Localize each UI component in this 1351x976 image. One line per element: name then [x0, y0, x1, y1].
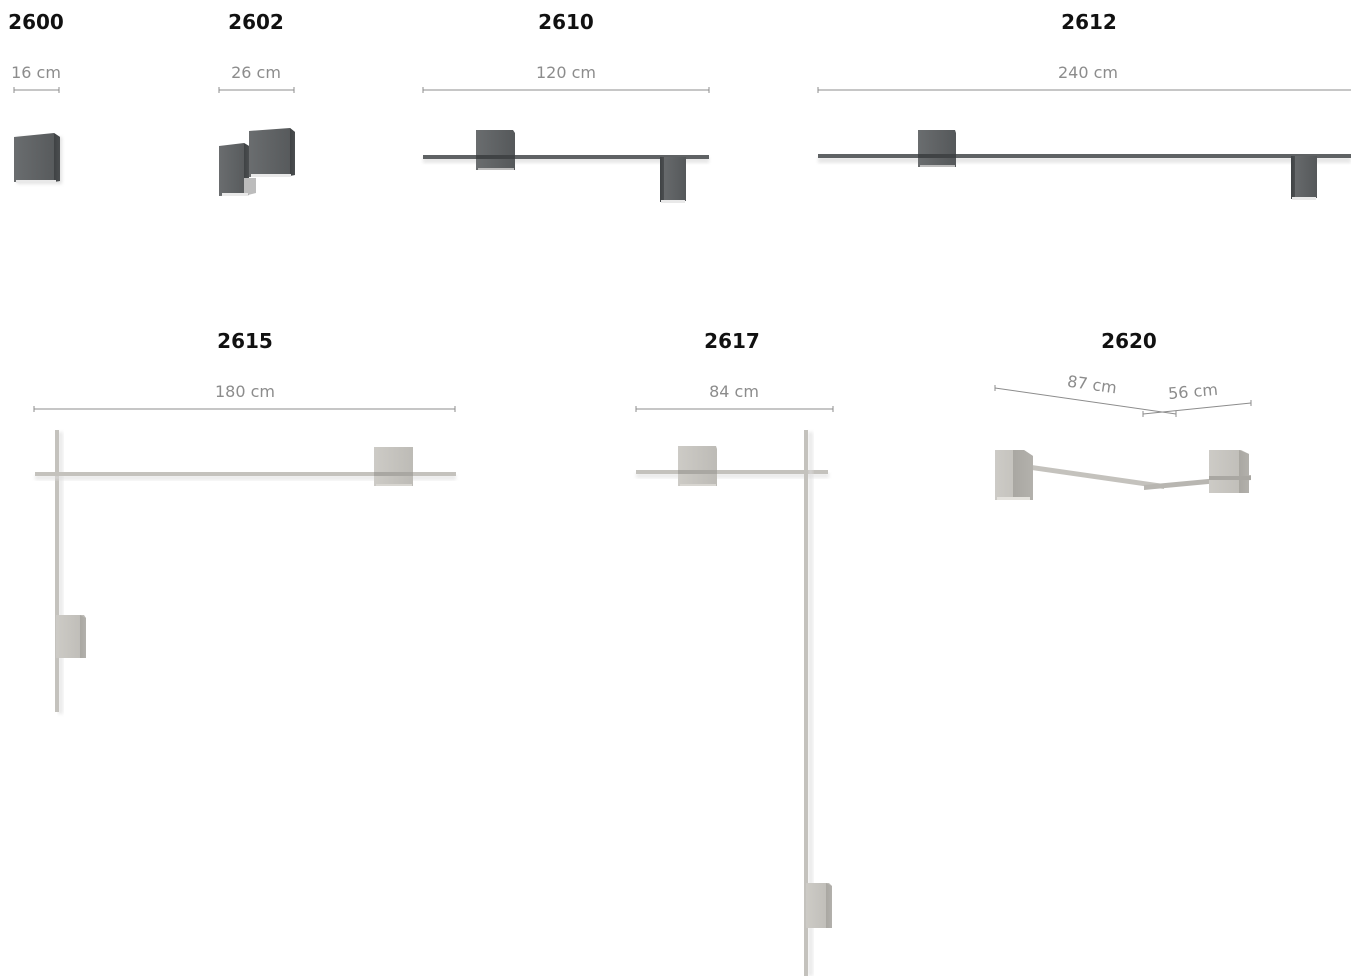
product-code-2600: 2600	[8, 10, 64, 34]
lamp-module-front	[219, 143, 256, 196]
product-code-2610: 2610	[538, 10, 594, 34]
lamp-module	[1209, 450, 1251, 493]
product-code-2612: 2612	[1061, 10, 1117, 34]
product-2617-drawing	[635, 406, 834, 976]
product-code-2617: 2617	[704, 329, 760, 353]
lamp-module	[918, 130, 956, 167]
dimension-label-2600: 16 cm	[11, 63, 61, 82]
lamp-rod-horizontal	[35, 472, 456, 476]
lamp-module	[56, 615, 86, 658]
dimension-label-2615: 180 cm	[214, 382, 276, 401]
product-2620-drawing	[994, 385, 1252, 500]
product-2612-drawing	[817, 87, 1351, 200]
lamp-module	[1291, 156, 1317, 200]
product-2610-drawing	[422, 87, 710, 203]
dimension-label-2612: 240 cm	[1057, 63, 1119, 82]
lamp-module	[476, 130, 515, 170]
lamp-rod-vertical	[804, 430, 808, 976]
lamp-rod	[423, 155, 709, 159]
lamp-rod	[818, 154, 1351, 158]
product-2600-drawing	[13, 87, 62, 184]
dimension-label-2620-b: 56 cm	[1167, 379, 1219, 404]
lamp-module	[660, 157, 686, 203]
product-code-2620: 2620	[1101, 329, 1157, 353]
dimension-line-b	[1142, 402, 1252, 415]
lamp-module	[806, 883, 832, 928]
dimension-label-2617: 84 cm	[709, 382, 759, 401]
lamp-rod-vertical	[55, 430, 59, 712]
lamp-module	[678, 446, 717, 486]
lamp-module	[14, 133, 62, 184]
lamp-module	[995, 450, 1033, 500]
lamp-module	[374, 447, 413, 486]
product-2615-drawing	[33, 406, 456, 714]
dimension-label-2610: 120 cm	[535, 63, 597, 82]
product-code-2602: 2602	[228, 10, 284, 34]
product-code-2615: 2615	[217, 329, 273, 353]
dimension-line-a	[994, 387, 1177, 415]
lamp-rod-horizontal	[636, 470, 828, 474]
lamp-module-back	[249, 128, 295, 177]
dimension-label-2602: 26 cm	[231, 63, 281, 82]
product-2602-drawing	[218, 87, 295, 196]
